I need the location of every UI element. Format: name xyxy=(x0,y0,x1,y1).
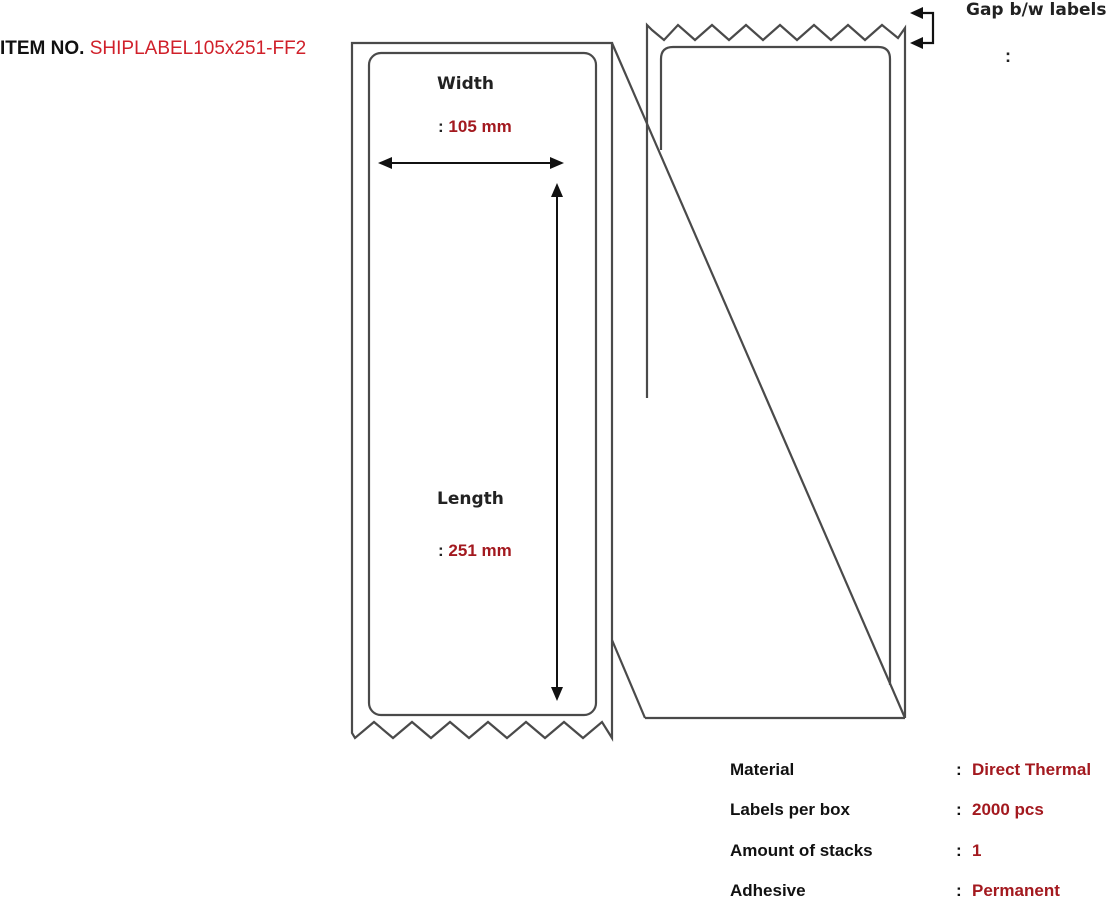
gap-label: Gap b/w labels xyxy=(966,0,1107,20)
right-liner-outline xyxy=(645,22,907,718)
spec-value: Direct Thermal xyxy=(972,760,1092,779)
spec-colon: : xyxy=(956,881,962,900)
width-value-text: 105 mm xyxy=(448,117,512,136)
item-number-label: ITEM NO. xyxy=(0,38,85,59)
right-label-outline xyxy=(659,45,892,685)
spec-label: Labels per box xyxy=(730,800,850,819)
width-label: Width xyxy=(437,74,494,94)
length-value: : 251 mm xyxy=(438,541,512,561)
spec-row-adhesive: Adhesive : Permanent xyxy=(730,881,1060,901)
item-number-code: SHIPLABEL105x251-FF2 xyxy=(89,38,307,59)
width-colon: : xyxy=(438,117,444,136)
gap-arrows xyxy=(910,7,935,49)
spec-value: Permanent xyxy=(972,881,1060,900)
length-value-text: 251 mm xyxy=(448,541,512,560)
spec-label: Amount of stacks xyxy=(730,841,873,860)
width-value: : 105 mm xyxy=(438,117,512,137)
spec-value: 2000 pcs xyxy=(972,800,1044,819)
length-label: Length xyxy=(437,489,504,509)
left-liner-outline xyxy=(350,41,614,742)
spec-value: 1 xyxy=(972,841,982,860)
spec-row-labels-per-box: Labels per box : 2000 pcs xyxy=(730,800,1044,820)
spec-colon: : xyxy=(956,800,962,819)
spec-row-material: Material : Direct Thermal xyxy=(730,760,1091,780)
fold-diagonal-top xyxy=(610,42,907,719)
spec-row-amount-of-stacks: Amount of stacks : 1 xyxy=(730,841,981,861)
gap-colon: : xyxy=(1005,46,1011,66)
fold-diagonal-bottom xyxy=(610,639,647,719)
spec-label: Adhesive xyxy=(730,881,806,900)
spec-label: Material xyxy=(730,760,795,779)
length-colon: : xyxy=(438,541,444,560)
spec-colon: : xyxy=(956,760,962,779)
left-label-outline xyxy=(367,51,598,717)
spec-colon: : xyxy=(956,841,962,860)
width-arrow xyxy=(378,157,564,169)
length-arrow xyxy=(551,183,563,701)
item-number: ITEM NO. SHIPLABEL105x251-FF2 xyxy=(0,38,306,60)
